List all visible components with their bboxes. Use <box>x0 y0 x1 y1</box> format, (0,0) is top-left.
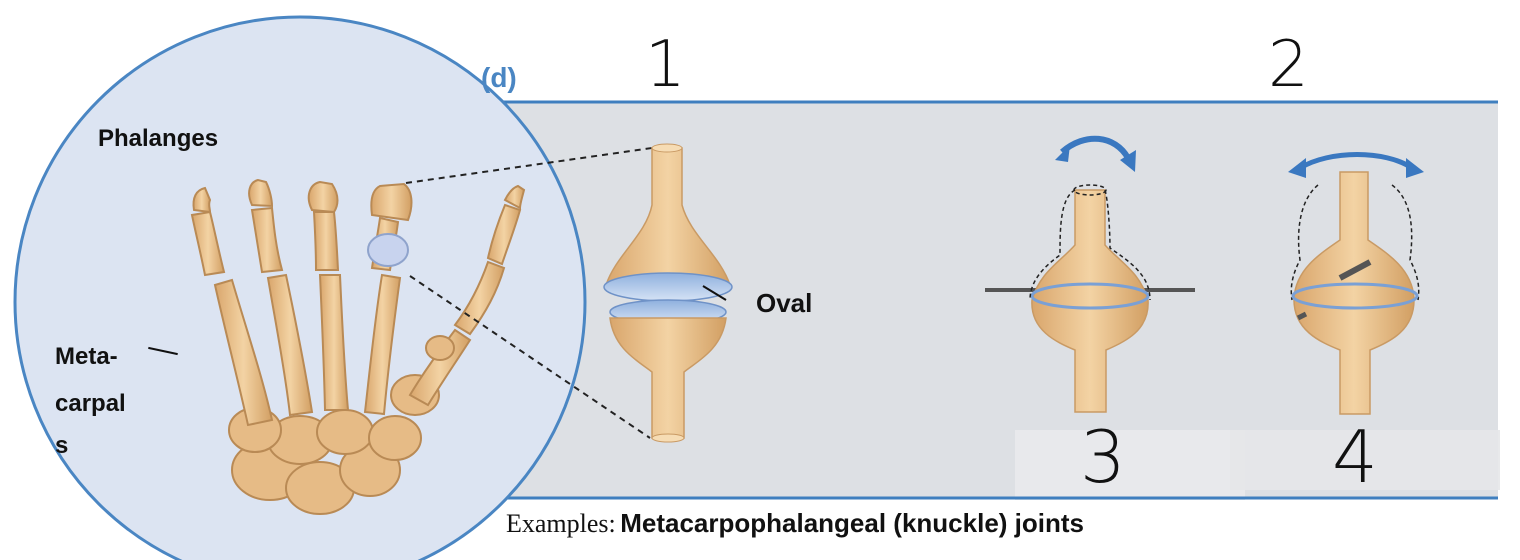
examples-caption: Examples: Metacarpophalangeal (knuckle) … <box>506 508 1084 539</box>
metacarpals-label-line3: s <box>55 432 69 459</box>
examples-prefix: Examples: <box>506 509 616 538</box>
joint-type-label: Oval <box>756 288 813 318</box>
oval-leader-line <box>702 285 727 301</box>
phalanges-label: Phalanges <box>98 125 219 152</box>
connector-line <box>405 147 653 184</box>
flexion-extension-diagram <box>985 135 1195 413</box>
handwritten-number-3: 3 <box>1080 415 1126 499</box>
handwritten-number-2: 2 <box>1268 28 1309 102</box>
handwritten-number-1: 1 <box>645 28 686 102</box>
hand-skeleton <box>190 178 526 515</box>
panel-shadow <box>1015 430 1245 500</box>
abduction-adduction-diagram <box>1288 152 1424 415</box>
oval-joint-illustration <box>603 143 733 443</box>
metacarpals-label-line2: carpal <box>55 390 126 417</box>
panel-shadow <box>1230 430 1500 490</box>
handwritten-number-4: 4 <box>1332 415 1378 499</box>
examples-text: Metacarpophalangeal (knuckle) joints <box>620 508 1084 538</box>
highlighted-joint <box>367 233 409 267</box>
metacarpals-label-line1: Meta- <box>55 343 118 370</box>
connector-line <box>409 275 651 439</box>
panel-letter: (d) <box>481 62 517 93</box>
hand-magnification-circle <box>13 15 587 560</box>
